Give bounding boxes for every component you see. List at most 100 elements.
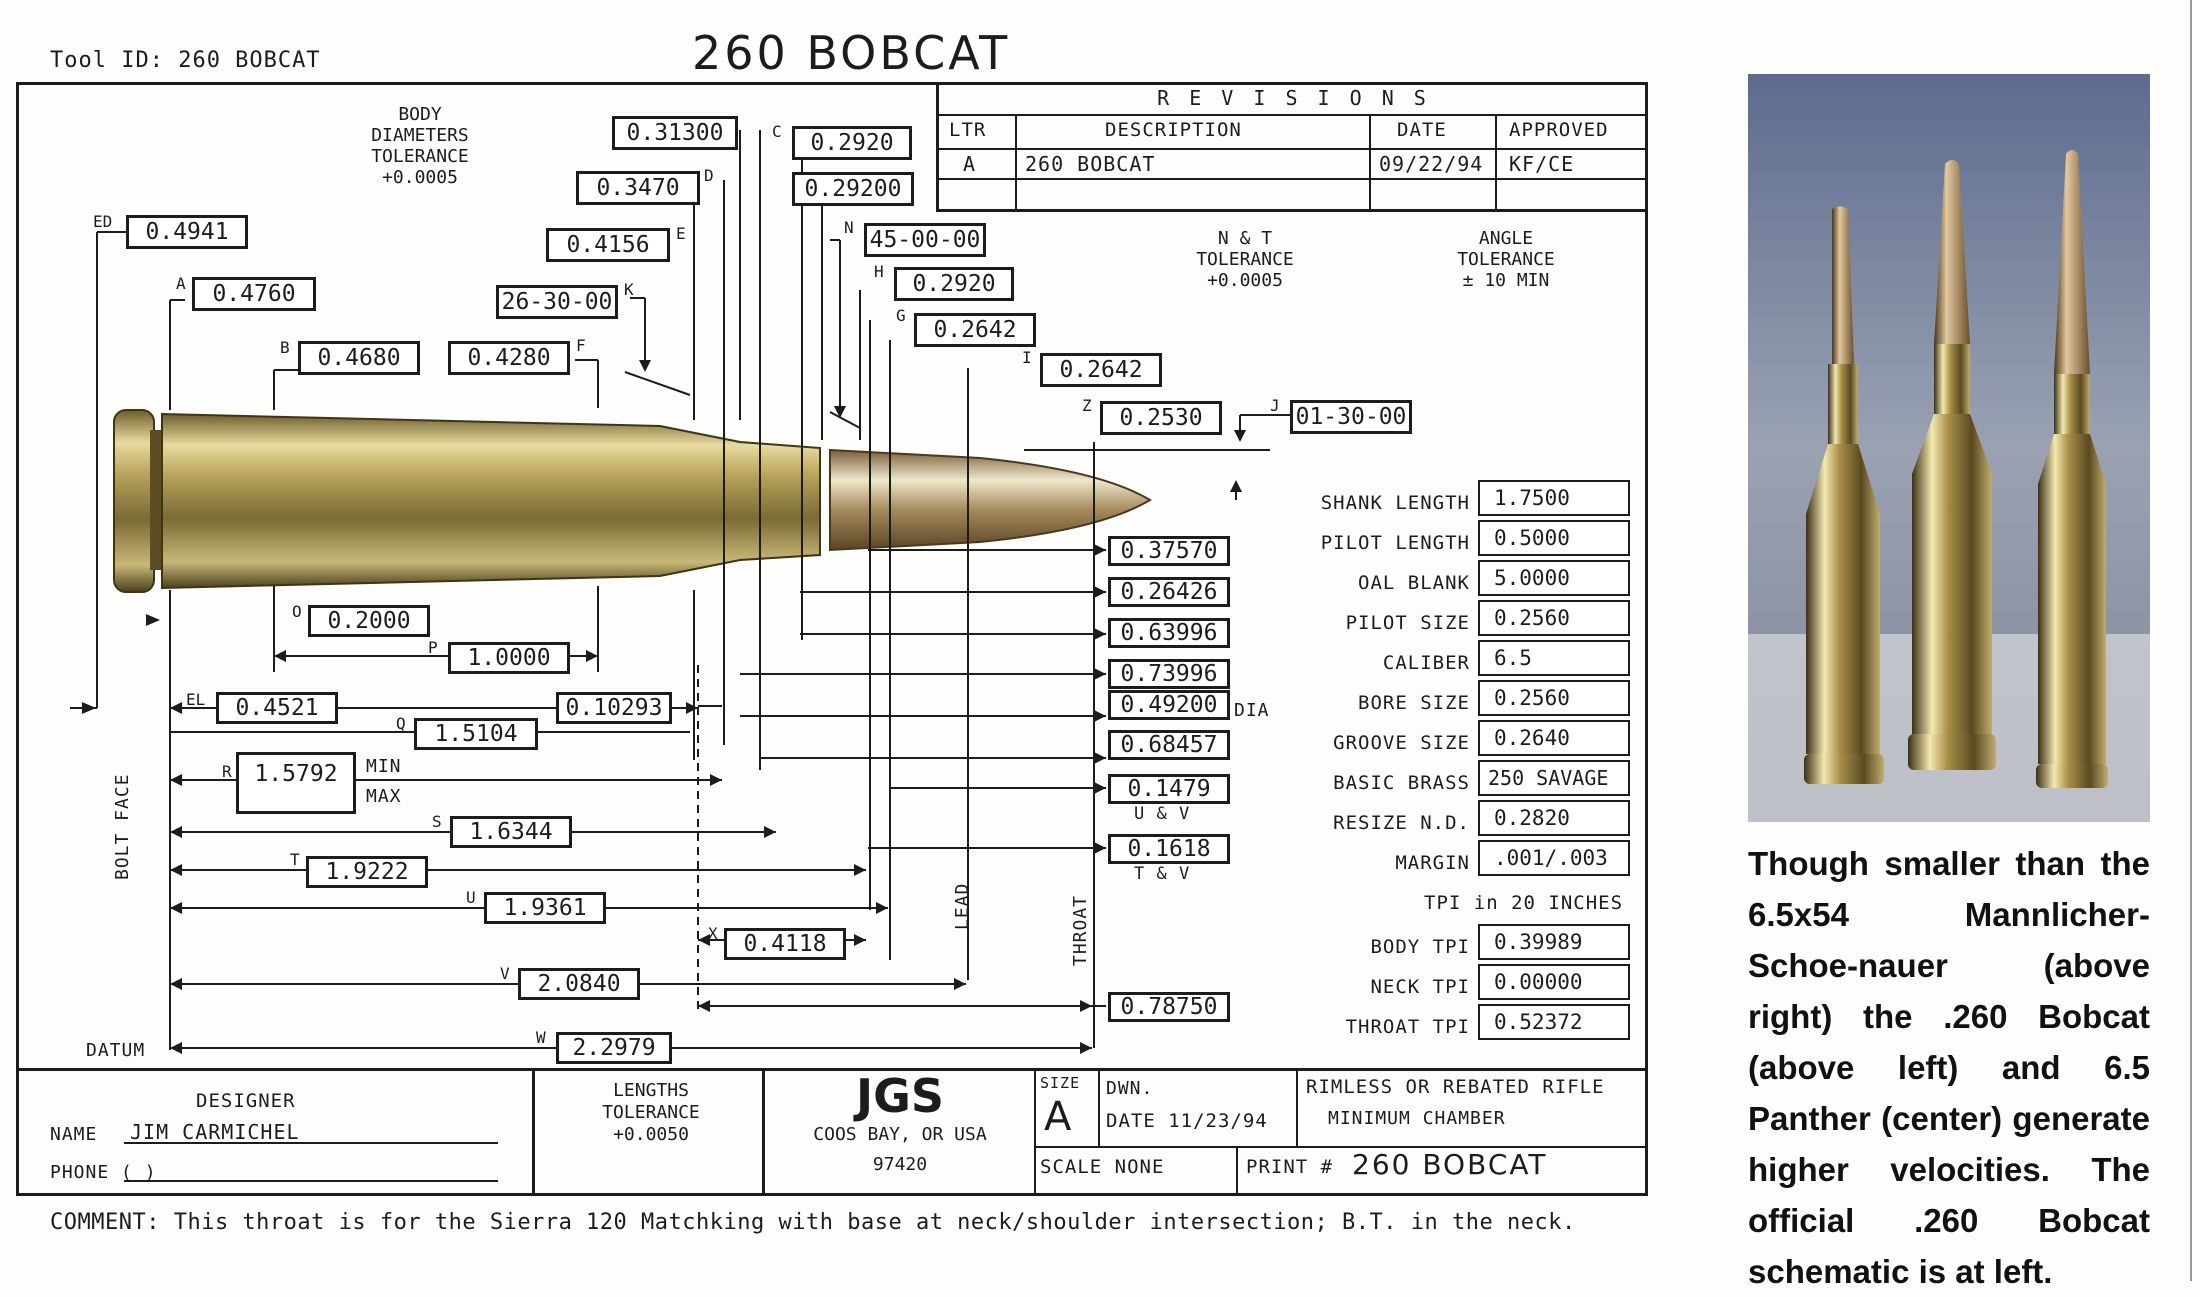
label-n: N <box>844 218 854 237</box>
label-w: W <box>536 1028 546 1047</box>
dim-right-2: 0.26426 <box>1108 577 1230 607</box>
spec-value: 5.0000 <box>1478 560 1630 596</box>
dim-r: 1.5792 <box>236 752 356 814</box>
dim-j: 01-30-00 <box>1290 400 1412 434</box>
tpi-label: NECK TPI <box>1370 976 1470 998</box>
spec-label: RESIZE N.D. <box>1333 812 1470 834</box>
dim-x: 0.4118 <box>724 928 846 960</box>
dim-k: 26-30-00 <box>496 285 618 319</box>
spec-value: 6.5 <box>1478 640 1630 676</box>
dim-c2: 0.29200 <box>792 172 914 206</box>
dim-el: 0.4521 <box>216 692 338 724</box>
cartridge-illustration <box>113 409 1152 593</box>
tpi-value: 0.52372 <box>1478 1004 1630 1040</box>
rev-approved: KF/CE <box>1509 152 1575 176</box>
dim-g: 0.2642 <box>914 313 1036 347</box>
spec-value: 0.2560 <box>1478 600 1630 636</box>
company-zip: 97420 <box>872 1154 928 1175</box>
dim-s: 1.6344 <box>450 816 572 848</box>
dim-z: 0.2530 <box>1100 401 1222 435</box>
name-label: NAME <box>50 1124 98 1145</box>
label-x: X <box>708 924 718 943</box>
dia-label: DIA <box>1234 700 1270 721</box>
label-z: Z <box>1082 396 1092 415</box>
comment: COMMENT: This throat is for the Sierra 1… <box>50 1210 1576 1235</box>
spec-label: PILOT LENGTH <box>1320 532 1470 554</box>
dim-right-8: 0.1618 <box>1108 834 1230 864</box>
spec-value: 0.5000 <box>1478 520 1630 556</box>
rev-ltr: A <box>963 152 977 176</box>
dim-e: 0.4156 <box>546 228 670 262</box>
spec-label: BORE SIZE <box>1358 692 1470 714</box>
dim-right-3: 0.63996 <box>1108 618 1230 648</box>
spec-label: SHANK LENGTH <box>1320 492 1470 514</box>
label-h: H <box>874 262 884 281</box>
dim-b: 0.4680 <box>298 341 420 375</box>
spec-label: GROOVE SIZE <box>1333 732 1470 754</box>
company-name: JGS <box>855 1069 944 1123</box>
dim-c1: 0.2920 <box>792 126 912 160</box>
spec-value: 0.2640 <box>1478 720 1630 756</box>
spec-label: BASIC BRASS <box>1333 772 1470 794</box>
spec-value: 0.2820 <box>1478 800 1630 836</box>
dim-v: 2.0840 <box>518 968 640 1000</box>
label-ed: ED <box>93 212 113 231</box>
dim-p: 1.0000 <box>448 642 570 674</box>
dim-top: 0.31300 <box>612 116 738 150</box>
dim-n: 45-00-00 <box>864 223 986 257</box>
print-label: PRINT # <box>1246 1156 1334 1178</box>
label-s: S <box>432 812 442 831</box>
drawing-date: DATE 11/23/94 <box>1106 1110 1268 1132</box>
caption-text: Though smaller than the 6.5x54 Mannliche… <box>1748 845 2150 1290</box>
spec-value: 250 SAVAGE <box>1478 760 1630 796</box>
spec-label: OAL BLANK <box>1358 572 1470 594</box>
size-value: A <box>1044 1094 1073 1140</box>
size-label: SIZE <box>1040 1074 1081 1092</box>
rev-date: 09/22/94 <box>1379 152 1484 176</box>
spec-label: CALIBER <box>1382 652 1470 674</box>
spec-value: 1.7500 <box>1478 480 1630 516</box>
label-a: A <box>176 274 186 293</box>
dim-h: 0.2920 <box>894 267 1014 301</box>
datum-label: DATUM <box>86 1040 146 1061</box>
drawing-frame <box>16 82 1648 1196</box>
throat-label: THROAT <box>1070 894 1091 966</box>
drawing-desc-2: MINIMUM CHAMBER <box>1328 1108 1506 1129</box>
dim-right-9: 0.78750 <box>1108 992 1230 1022</box>
label-e: E <box>676 224 686 243</box>
label-v: V <box>500 964 510 983</box>
company-block: JGS COOS BAY, OR USA 97420 <box>766 1070 1034 1182</box>
dim-right-7: 0.1479 <box>1108 774 1230 804</box>
dim-d: 0.3470 <box>576 171 700 205</box>
label-o: O <box>292 602 302 621</box>
cartridges-photo <box>1748 74 2150 822</box>
rev-description: 260 BOBCAT <box>1025 152 1156 176</box>
label-i: I <box>1022 348 1032 367</box>
designer-name: JIM CARMICHEL <box>130 1120 300 1144</box>
dim-a: 0.4760 <box>192 277 316 311</box>
uv-label: U & V <box>1134 804 1191 824</box>
label-t: T <box>290 850 300 869</box>
spec-value: .001/.003 <box>1478 840 1630 876</box>
spec-label: PILOT SIZE <box>1345 612 1470 634</box>
dim-i: 0.2642 <box>1040 353 1162 387</box>
label-k: K <box>624 280 634 299</box>
dim-u: 1.9361 <box>484 892 606 924</box>
dim-o: 0.2000 <box>308 605 430 637</box>
min-label: MIN <box>366 756 402 777</box>
dim-ed: 0.4941 <box>126 215 248 249</box>
tpi-value: 0.00000 <box>1478 964 1630 1000</box>
label-el: EL <box>186 690 206 709</box>
dim-right-6: 0.68457 <box>1108 730 1230 760</box>
label-q: Q <box>396 714 406 733</box>
tpi-value: 0.39989 <box>1478 924 1630 960</box>
label-u: U <box>466 888 476 907</box>
label-d: D <box>704 166 714 185</box>
dim-right-1: 0.37570 <box>1108 536 1230 566</box>
dim-right-4: 0.73996 <box>1108 659 1230 689</box>
lead-label: LEAD <box>952 882 973 930</box>
label-c: C <box>772 122 782 141</box>
photo-caption: Though smaller than the 6.5x54 Mannliche… <box>1748 838 2150 1297</box>
